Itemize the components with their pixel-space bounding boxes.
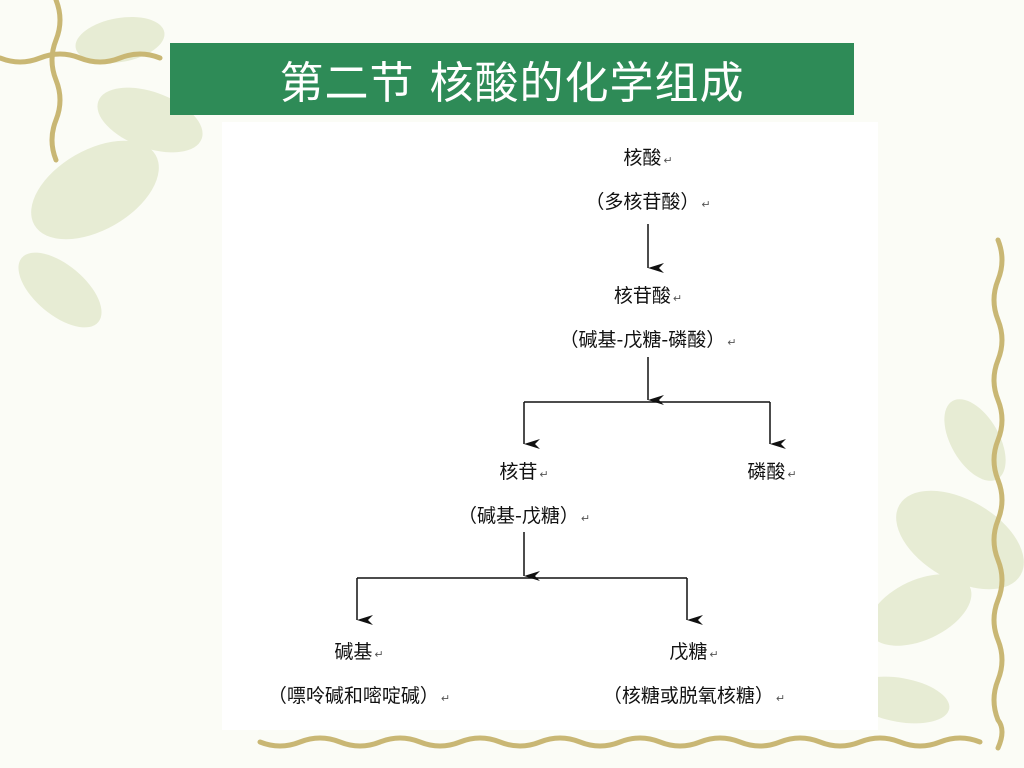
return-mark-icon: ↵ [701, 198, 711, 211]
node-pentose-desc: （核糖或脱氧核糖）↵ [602, 685, 786, 707]
hierarchy-connectors [356, 224, 786, 625]
return-mark-icon: ↵ [672, 292, 683, 305]
return-mark-icon: ↵ [709, 648, 719, 661]
slide-title: 第二节 核酸的化学组成 [279, 58, 745, 109]
return-mark-icon: ↵ [663, 154, 673, 167]
return-mark-icon: ↵ [440, 692, 451, 705]
node-nucleotide-desc: （碱基-戊糖-磷酸）↵ [559, 329, 737, 351]
node-pentose-name: 戊糖↵ [669, 641, 719, 663]
node-base-name: 碱基↵ [334, 641, 384, 663]
node-base-desc: （嘌呤碱和嘧啶碱）↵ [267, 685, 451, 707]
diagram-panel: 核酸↵ （多核苷酸）↵ 核苷酸↵ （碱基-戊糖-磷酸）↵ 核苷↵ （碱基-戊糖）… [222, 122, 878, 730]
node-phosphate-name: 磷酸↵ [747, 461, 797, 483]
return-mark-icon: ↵ [539, 468, 549, 481]
node-nucleoside-name: 核苷↵ [499, 461, 549, 483]
return-mark-icon: ↵ [727, 336, 737, 349]
node-nucleotide-name: 核苷酸↵ [613, 285, 683, 307]
return-mark-icon: ↵ [374, 648, 384, 661]
node-nucleoside-desc: （碱基-戊糖）↵ [457, 505, 591, 527]
vine-decoration [0, 0, 1005, 751]
return-mark-icon: ↵ [775, 692, 786, 705]
return-mark-icon: ↵ [787, 468, 797, 481]
node-nucleic-acid-name: 核酸↵ [623, 147, 673, 169]
leaf-decoration [18, 16, 1024, 724]
return-mark-icon: ↵ [580, 512, 591, 525]
title-bar: 第二节 核酸的化学组成 [170, 43, 854, 115]
node-nucleic-acid-desc: （多核苷酸）↵ [585, 191, 711, 213]
